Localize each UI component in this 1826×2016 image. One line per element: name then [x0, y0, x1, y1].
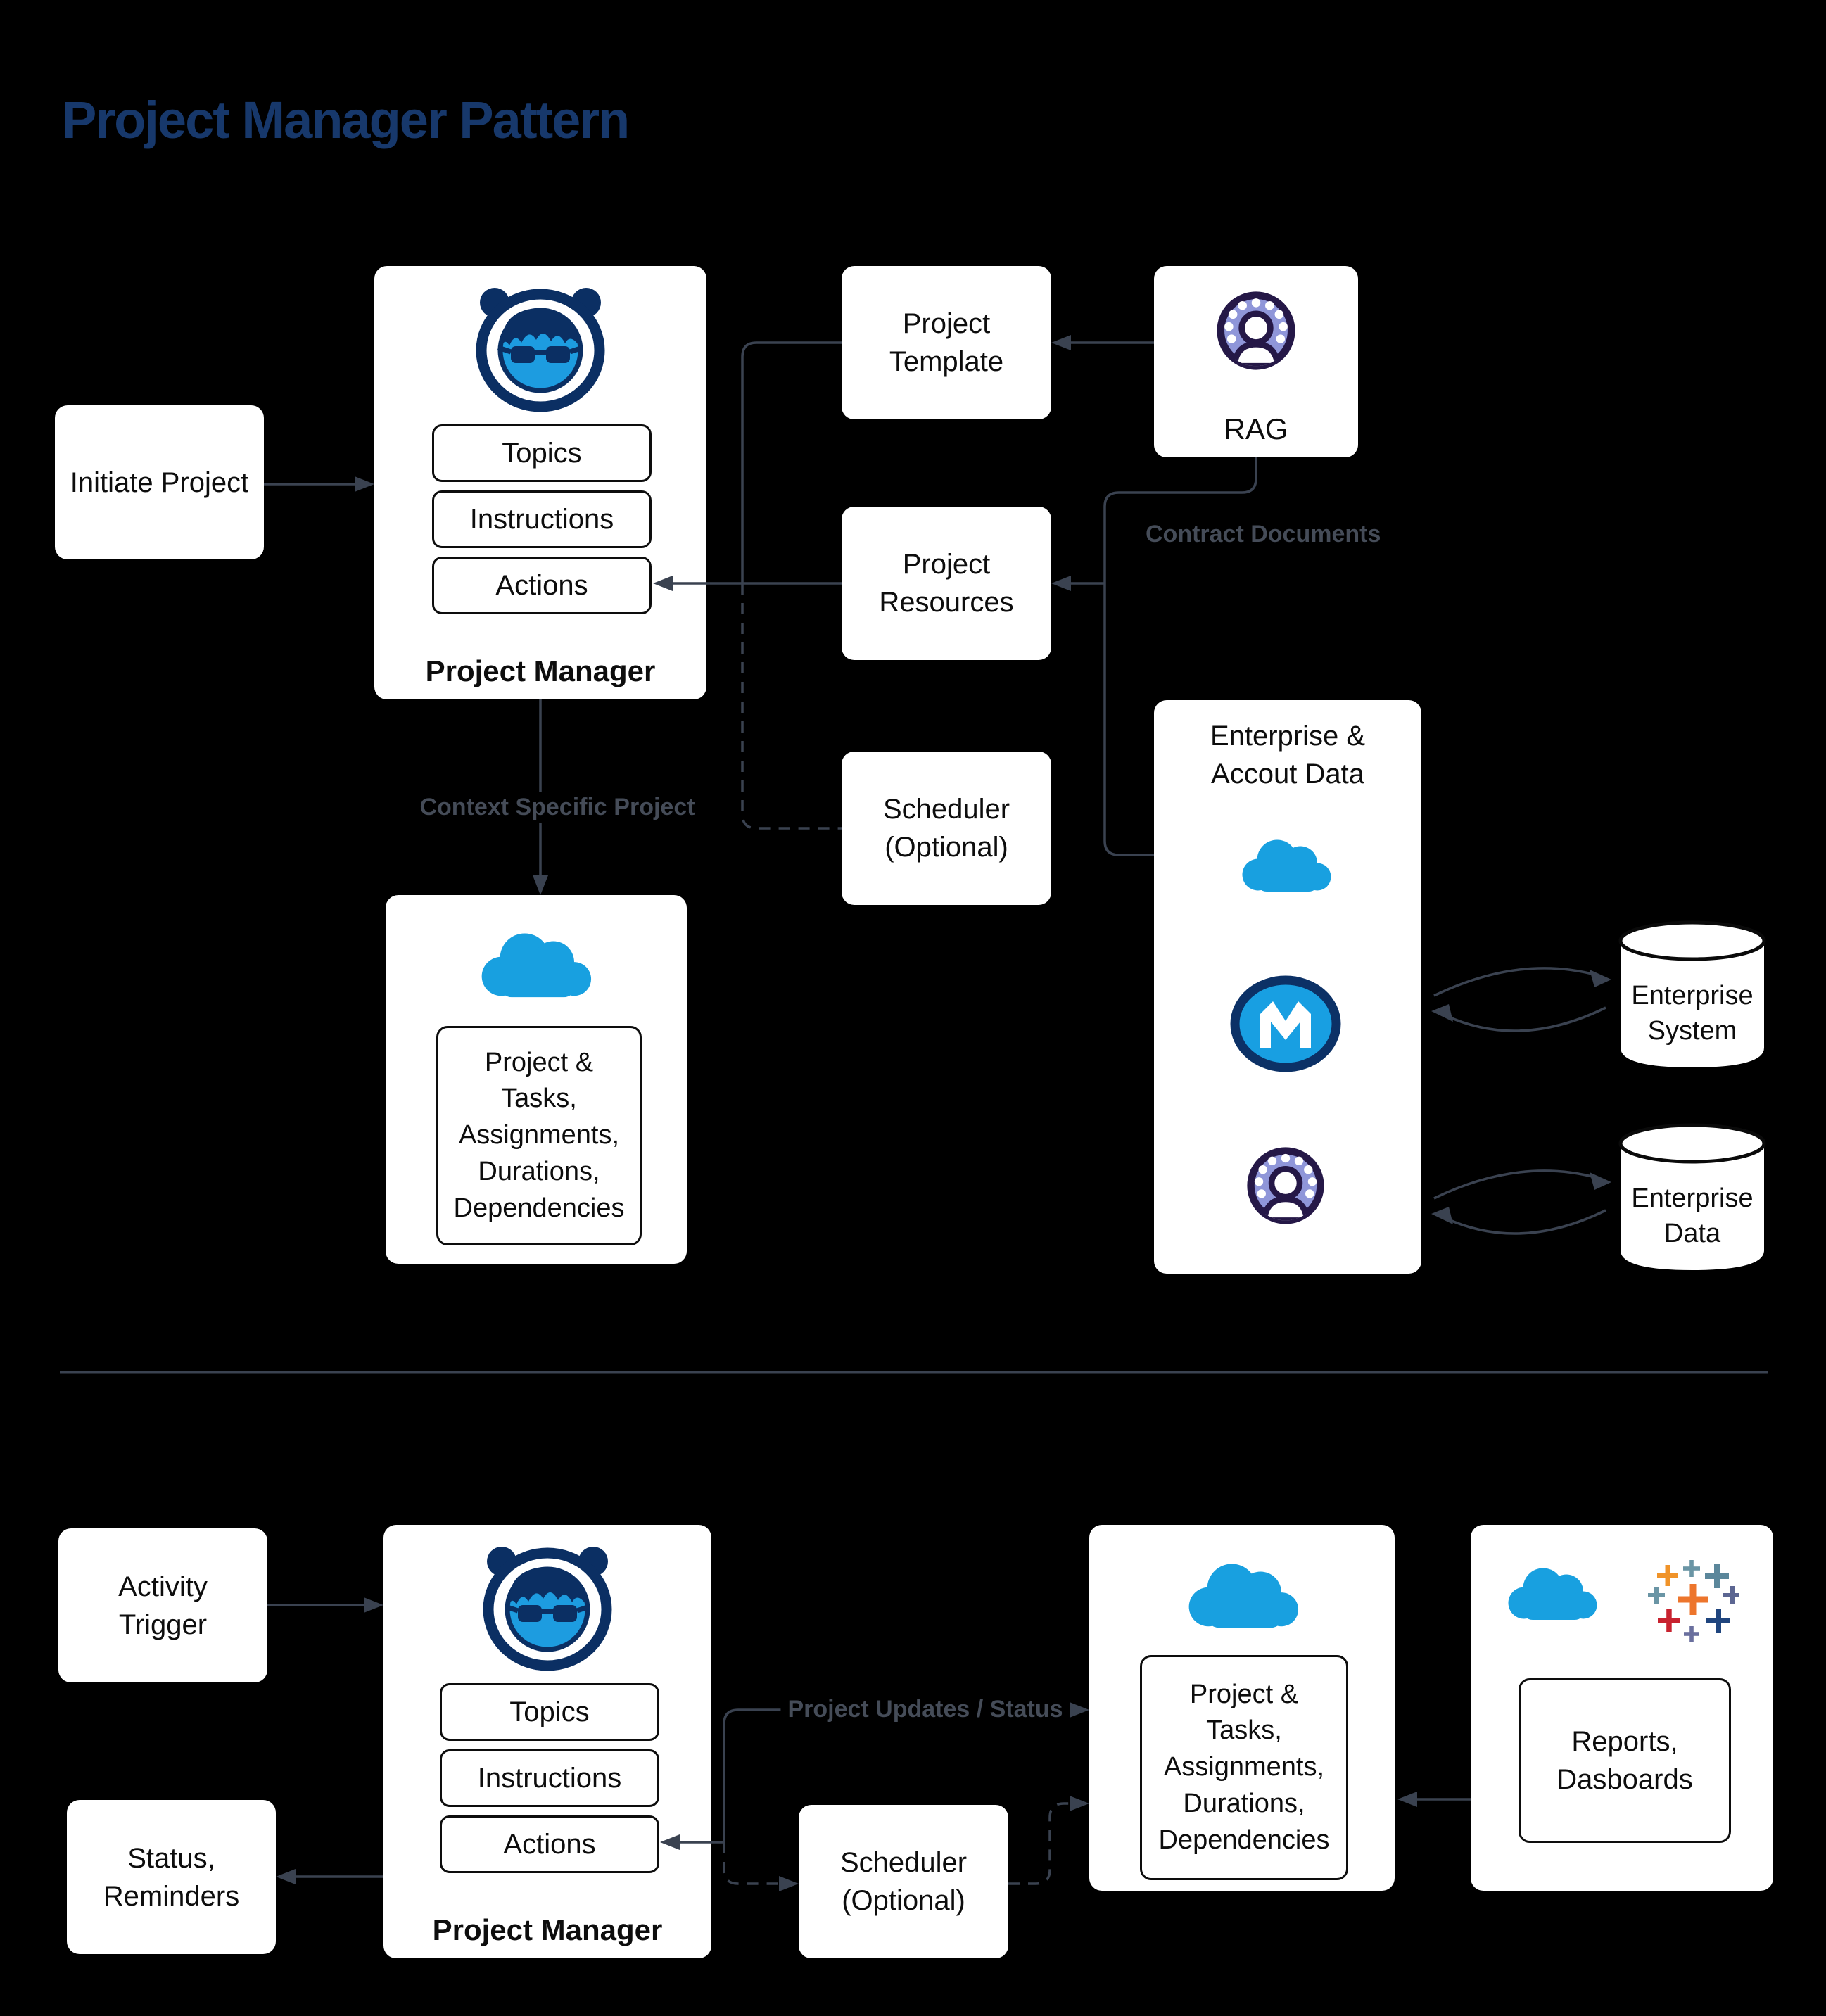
connector-sync-data-in: [1445, 1209, 1606, 1235]
actions-chip-bottom: Actions: [440, 1815, 659, 1873]
connector-junction-to-scheduler-dashed: [741, 583, 842, 830]
actions-chip-top: Actions: [432, 557, 652, 614]
rag-label: RAG: [1224, 412, 1288, 445]
connector-bus-to-scheduler-dashed: [723, 1842, 779, 1885]
project-resources-label: Project Resources: [879, 549, 1014, 618]
arrowhead: [1051, 335, 1071, 350]
project-tasks-box-top: Project & Tasks, Assignments, Durations,…: [436, 1026, 642, 1245]
scheduler-box-bottom: Scheduler (Optional): [799, 1805, 1008, 1958]
salesforce-cloud-icon: [1233, 827, 1338, 901]
connector-template-to-junction: [741, 341, 842, 583]
project-manager-label-bottom: Project Manager: [432, 1913, 663, 1946]
topics-chip-top: Topics: [432, 424, 652, 482]
arrowhead: [1051, 576, 1071, 591]
instructions-label: Instructions: [469, 503, 614, 535]
topics-chip-bottom: Topics: [440, 1683, 659, 1741]
actions-label: Actions: [503, 1828, 596, 1860]
arrowhead: [1590, 970, 1611, 987]
arrowhead: [1431, 1004, 1453, 1022]
status-reminders-box: Status, Reminders: [67, 1800, 276, 1954]
reports-dashboards-box: Reports, Dasboards: [1471, 1525, 1773, 1891]
context-specific-project-label: Context Specific Project: [412, 792, 702, 823]
connector-sync-data-out: [1433, 1169, 1598, 1200]
connector-sync-system-in: [1445, 1006, 1606, 1032]
project-template-label: Project Template: [889, 308, 1004, 377]
activity-trigger-label: Activity Trigger: [118, 1571, 208, 1640]
topics-label: Topics: [502, 437, 582, 469]
database-cylinder-icon: [1618, 1123, 1766, 1270]
data-cloud-icon: [1215, 290, 1297, 372]
connector-scheduler-to-salesforce-dashed: [1008, 1802, 1072, 1885]
salesforce-cloud-icon: [1177, 1548, 1307, 1640]
arrowhead: [1070, 1796, 1089, 1811]
data-cloud-icon: [1245, 1146, 1326, 1226]
instructions-chip-top: Instructions: [432, 490, 652, 548]
contract-documents-label: Contract Documents: [1146, 521, 1381, 547]
database-cylinder-icon: [1618, 920, 1766, 1067]
salesforce-project-box-top: Project & Tasks, Assignments, Durations,…: [386, 895, 687, 1264]
enterprise-account-data-box: Enterprise & Accout Data: [1154, 700, 1421, 1274]
mulesoft-icon: [1229, 975, 1342, 1073]
tableau-icon: [1647, 1559, 1742, 1643]
agentforce-icon: [464, 279, 616, 412]
project-resources-box: Project Resources: [842, 507, 1051, 660]
arrowhead: [355, 476, 374, 492]
project-tasks-label-bottom: Project & Tasks, Assignments, Durations,…: [1158, 1679, 1330, 1855]
project-updates-status-label: Project Updates / Status: [780, 1694, 1070, 1725]
connector-sync-system-out: [1433, 967, 1598, 997]
project-tasks-box-bottom: Project & Tasks, Assignments, Durations,…: [1140, 1655, 1348, 1880]
project-tasks-label-top: Project & Tasks, Assignments, Durations,…: [453, 1047, 625, 1223]
actions-label: Actions: [495, 569, 588, 601]
agentforce-icon: [471, 1538, 623, 1671]
salesforce-cloud-icon: [470, 918, 600, 1009]
enterprise-data-label: Enterprise Data: [1631, 1183, 1754, 1248]
project-template-box: Project Template: [842, 266, 1051, 419]
rag-box: RAG: [1154, 266, 1358, 457]
arrowhead: [1590, 1172, 1611, 1190]
salesforce-cloud-icon: [1499, 1555, 1604, 1630]
arrowhead: [1397, 1792, 1417, 1807]
arrowhead: [1431, 1207, 1453, 1224]
instructions-chip-bottom: Instructions: [440, 1749, 659, 1807]
reports-dashboards-inner-box: Reports, Dasboards: [1519, 1678, 1731, 1843]
project-manager-label-top: Project Manager: [425, 654, 656, 687]
status-reminders-label: Status, Reminders: [103, 1842, 240, 1912]
enterprise-system-cylinder: Enterprise System: [1615, 917, 1770, 1073]
enterprise-data-cylinder: Enterprise Data: [1615, 1120, 1770, 1276]
reports-dashboards-label: Reports, Dasboards: [1556, 1725, 1693, 1795]
topics-label: Topics: [509, 1696, 590, 1727]
scheduler-label-bottom: Scheduler (Optional): [839, 1847, 968, 1916]
scheduler-box-top: Scheduler (Optional): [842, 752, 1051, 905]
enterprise-account-data-title: Enterprise & Accout Data: [1210, 721, 1366, 790]
project-manager-box-bottom: Topics Instructions Actions Project Mana…: [383, 1525, 711, 1958]
initiate-project-label: Initiate Project: [70, 467, 249, 498]
scheduler-label-top: Scheduler (Optional): [882, 794, 1010, 863]
project-manager-box-top: Topics Instructions Actions Project Mana…: [374, 266, 706, 699]
arrowhead: [276, 1869, 296, 1884]
activity-trigger-box: Activity Trigger: [58, 1528, 267, 1682]
arrowhead: [533, 875, 548, 895]
salesforce-project-box-bottom: Project & Tasks, Assignments, Durations,…: [1089, 1525, 1395, 1891]
initiate-project-box: Initiate Project: [55, 405, 264, 559]
enterprise-system-label: Enterprise System: [1631, 980, 1754, 1046]
page-title: Project Manager Pattern: [62, 91, 630, 149]
instructions-label: Instructions: [477, 1762, 622, 1794]
arrowhead: [364, 1597, 383, 1613]
arrowhead: [1070, 1702, 1089, 1718]
arrowhead: [779, 1876, 799, 1891]
